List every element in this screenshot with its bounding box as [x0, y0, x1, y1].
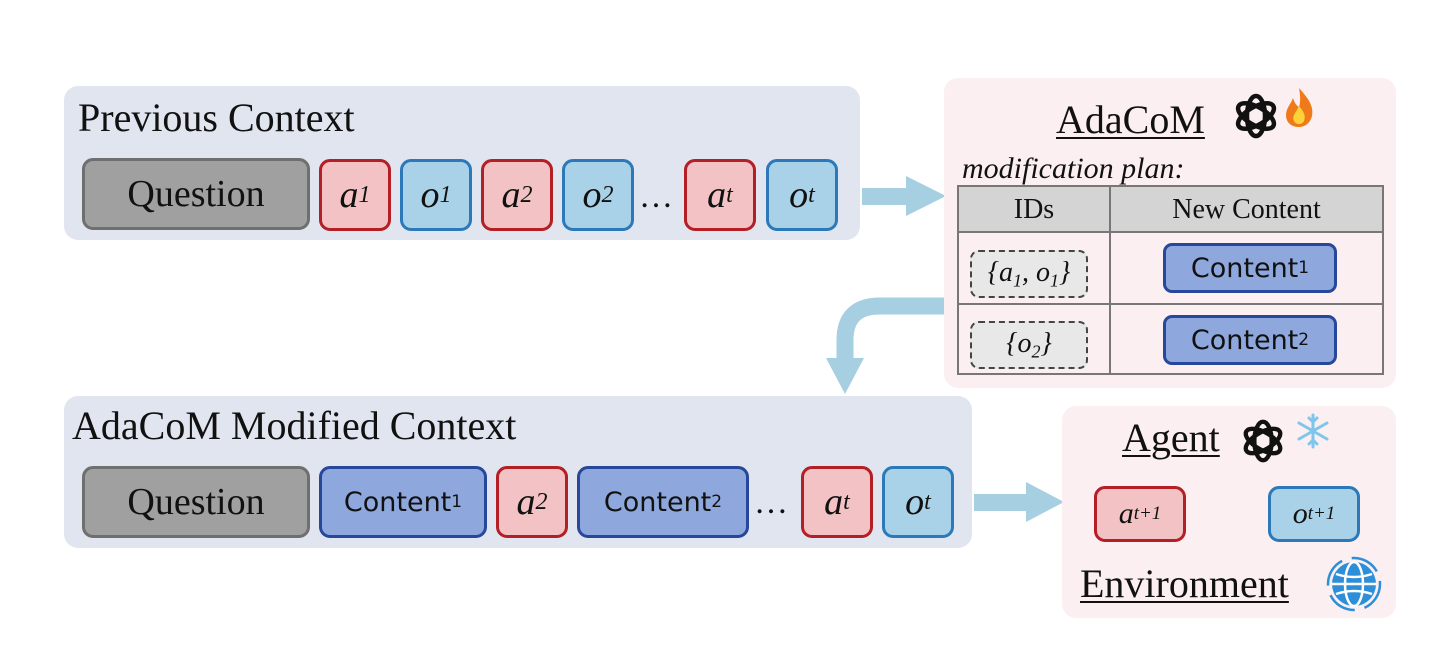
token-var: o: [789, 174, 809, 216]
ids-cell-row2: {o2}: [970, 321, 1088, 369]
ellipsis: …: [639, 178, 675, 215]
token-var: a: [516, 481, 536, 523]
environment-title: Environment: [1080, 561, 1289, 606]
token-var: a: [707, 174, 727, 216]
snowflake-icon: [1297, 413, 1329, 449]
openai-logo-icon: [1243, 419, 1283, 463]
token-sub: 2: [535, 488, 548, 515]
adacom-title: AdaCoM: [1056, 97, 1205, 142]
content-label: Content: [343, 486, 452, 518]
content-label: Content: [1190, 252, 1299, 284]
token-sub: t: [843, 488, 850, 515]
modification-plan-label: modification plan:: [962, 152, 1185, 185]
ids-text: {o2}: [1006, 327, 1052, 362]
modified-context-title: AdaCoM Modified Context: [72, 403, 517, 448]
openai-logo-icon: [1235, 93, 1277, 139]
token-sub: t: [726, 181, 733, 208]
token-sub: 2: [520, 181, 533, 208]
content-sub: 1: [451, 492, 463, 512]
content-sub: 1: [1298, 258, 1310, 278]
token-var: o: [1292, 497, 1308, 530]
token-var: a: [824, 481, 844, 523]
ids-cell-row1: {a1, o1}: [970, 250, 1088, 298]
content-sub: 2: [711, 492, 723, 512]
token-sub: 1: [358, 181, 371, 208]
token-var: o: [905, 481, 925, 523]
ids-text: {a1, o1}: [987, 256, 1071, 291]
agent-title: Agent: [1122, 415, 1220, 460]
token-var: o: [420, 174, 440, 216]
table-row-divider: [959, 303, 1382, 305]
content-label: Content: [603, 486, 712, 518]
table-column-divider: [1109, 187, 1111, 373]
token-sub: t: [924, 488, 931, 515]
table-header-row: [959, 187, 1382, 233]
token-var: o: [582, 174, 602, 216]
token-var: a: [1118, 497, 1134, 530]
question-box: Question: [82, 466, 310, 538]
token-sub: t+1: [1307, 503, 1336, 524]
table-header-new-content: New Content: [1172, 194, 1321, 225]
token-sub: 2: [601, 181, 614, 208]
arrow-to-modified: [826, 297, 958, 394]
token-sub: 1: [439, 181, 452, 208]
arrow-to-agent: [974, 482, 1064, 522]
ellipsis: …: [754, 484, 790, 521]
content-sub: 2: [1298, 330, 1310, 350]
token-sub: t+1: [1133, 503, 1162, 524]
token-var: a: [339, 174, 359, 216]
adacom-panel: AdaCoM modification plan: IDs New Conten…: [944, 78, 1396, 388]
token-var: a: [501, 174, 521, 216]
fire-icon: [1286, 88, 1313, 127]
globe-icon: [1326, 556, 1382, 612]
previous-context-title: Previous Context: [78, 95, 355, 140]
modified-context-panel: AdaCoM Modified Context Question Content…: [64, 396, 972, 548]
token-sub: t: [808, 181, 815, 208]
arrow-to-adacom: [862, 176, 946, 216]
question-box: Question: [82, 158, 310, 230]
table-header-ids: IDs: [1013, 194, 1055, 225]
content-label: Content: [1190, 324, 1299, 356]
